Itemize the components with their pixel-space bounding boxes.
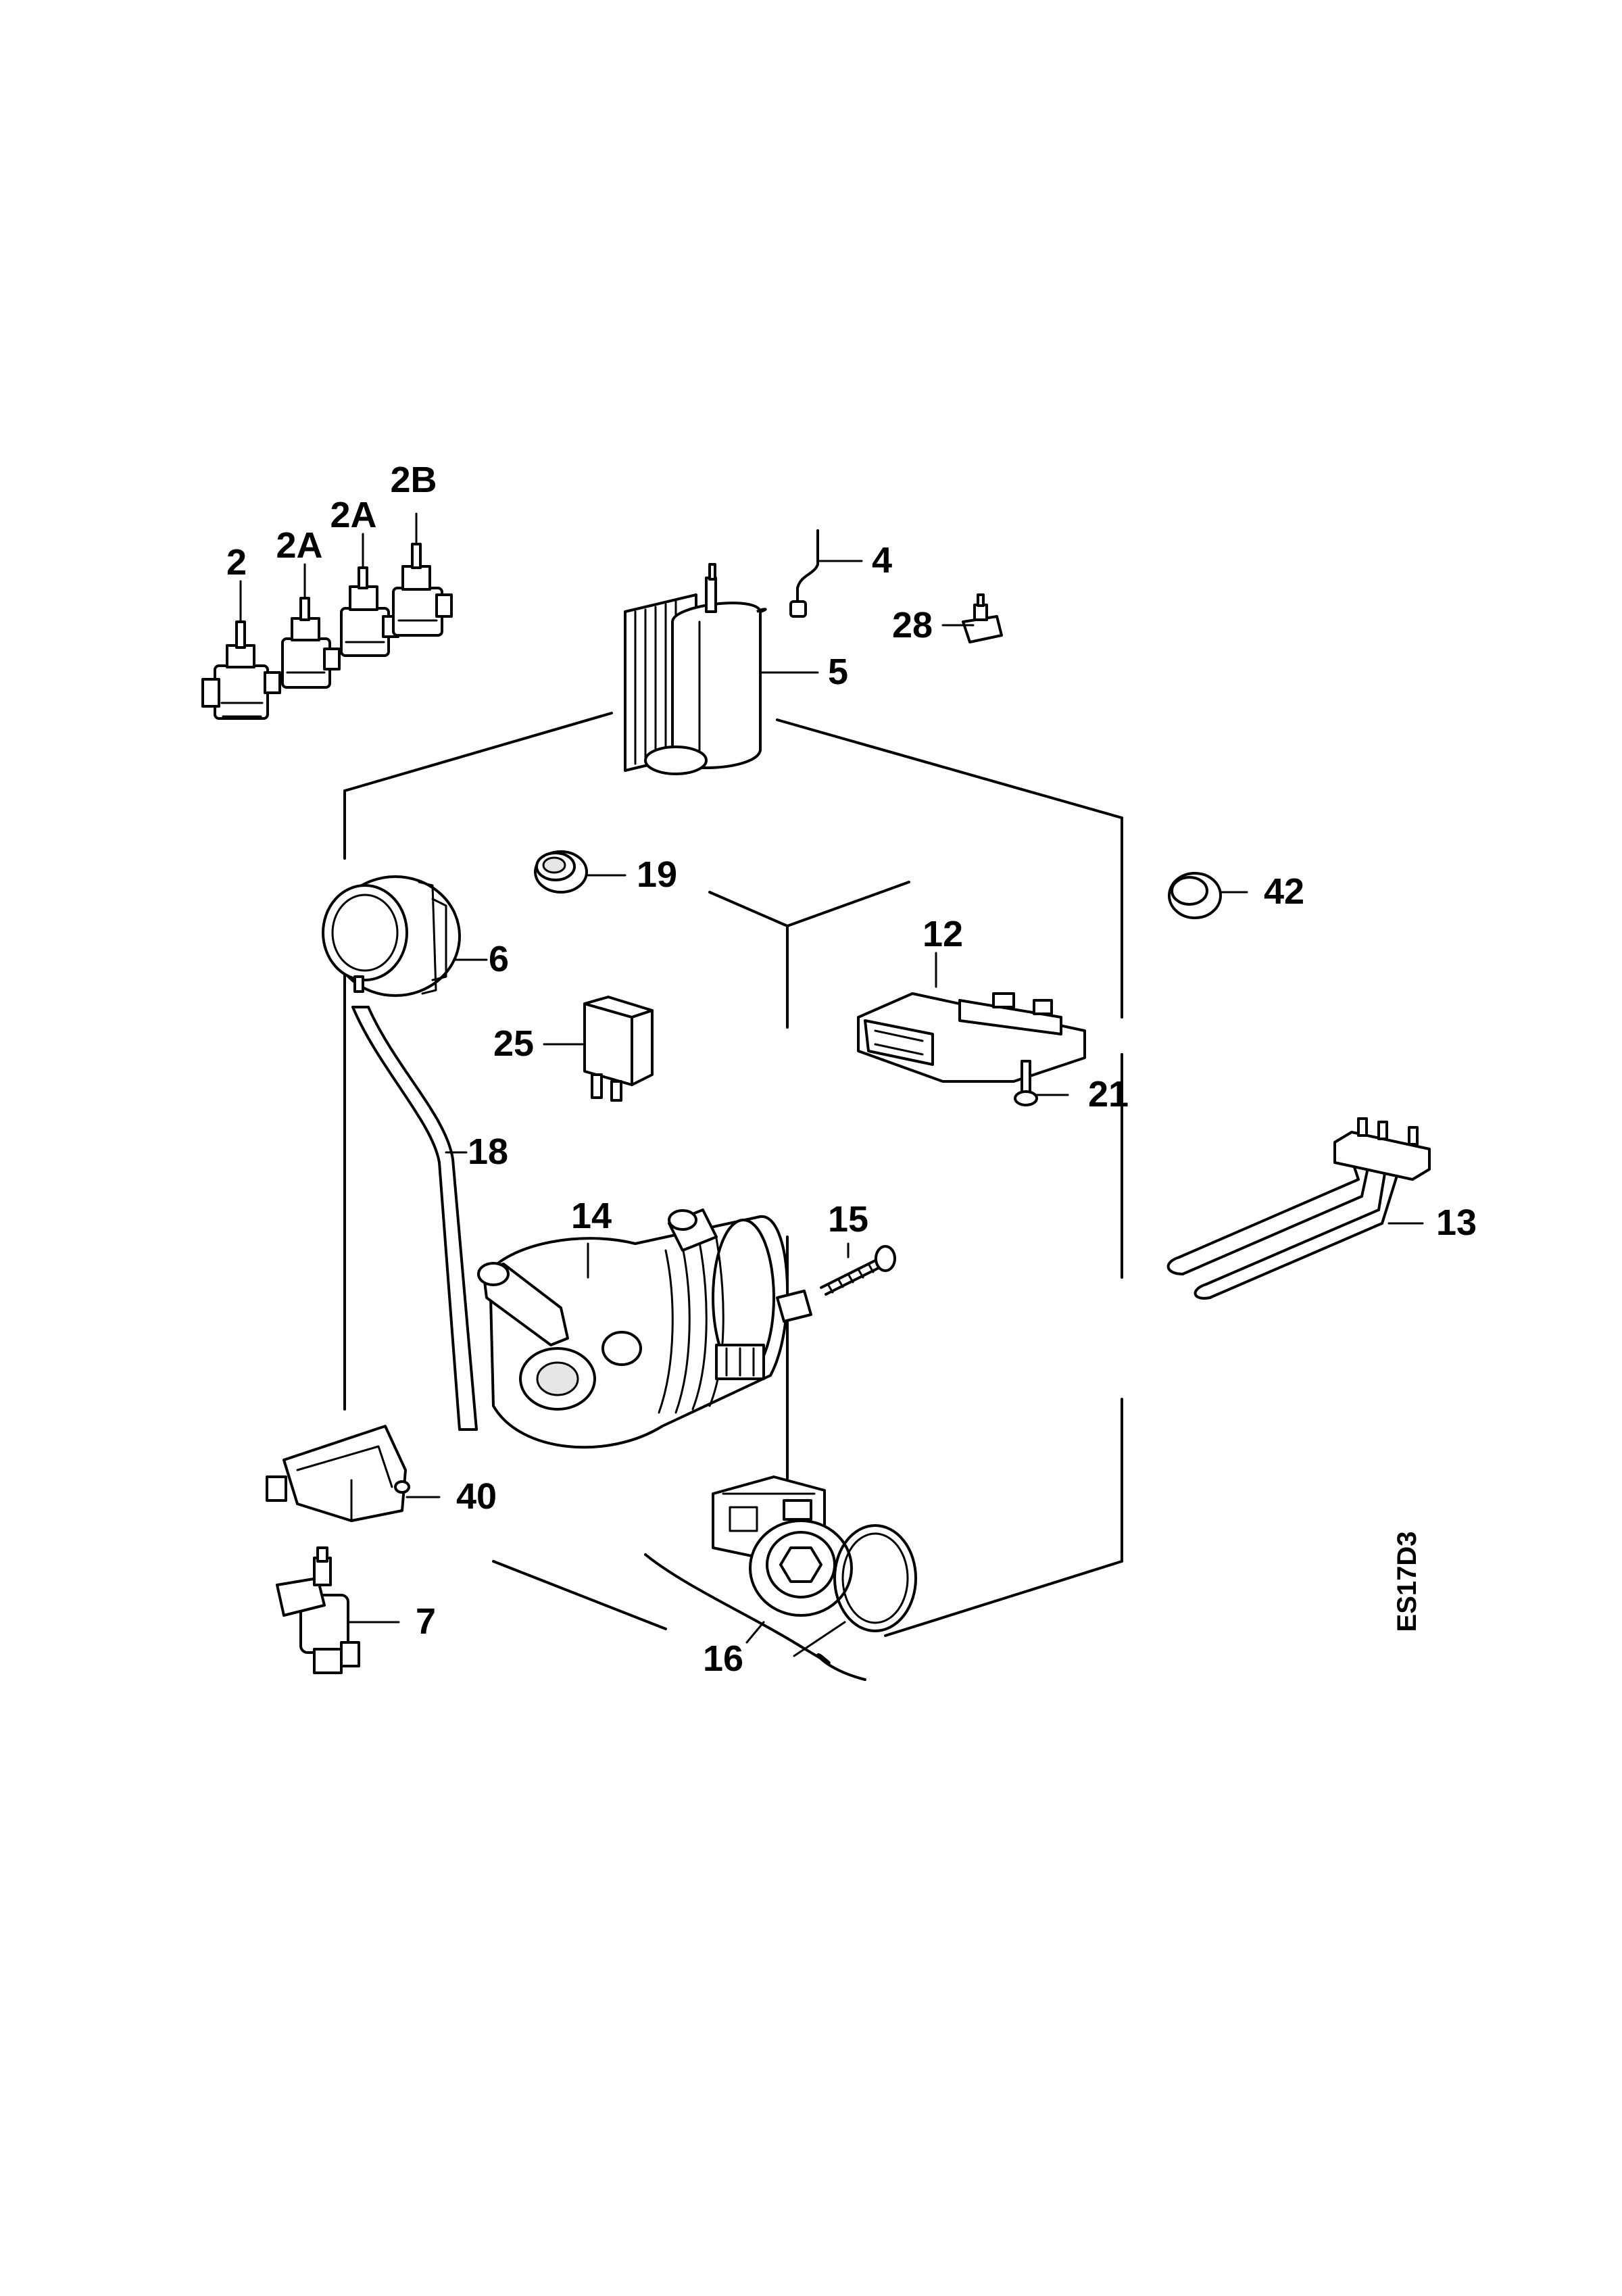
switch-2b xyxy=(392,543,453,637)
callout-40: 40 xyxy=(456,1476,497,1517)
switch-2 xyxy=(201,620,281,720)
part-19-grommet xyxy=(534,850,626,894)
callout-7: 7 xyxy=(416,1601,436,1642)
callout-2a-2: 2A xyxy=(330,495,376,535)
part-13-heater xyxy=(1166,1117,1431,1300)
callout-2b: 2B xyxy=(390,460,437,500)
part-5-control-block xyxy=(624,563,819,775)
callout-2a-1: 2A xyxy=(276,525,322,566)
callout-13: 13 xyxy=(1436,1202,1477,1243)
part-4-sensor xyxy=(789,529,863,618)
callout-19: 19 xyxy=(637,854,677,895)
callout-21: 21 xyxy=(1088,1074,1129,1115)
part-15-screw xyxy=(820,1242,896,1296)
callout-42: 42 xyxy=(1264,871,1304,912)
callout-2: 2 xyxy=(226,542,247,583)
callout-5: 5 xyxy=(828,652,848,692)
part-6-timer xyxy=(322,875,488,997)
callout-25: 25 xyxy=(493,1023,534,1064)
part-12-door-lock xyxy=(857,952,1086,1083)
callout-14: 14 xyxy=(571,1196,612,1236)
part-16-pump xyxy=(644,1475,917,1681)
part-21-screw xyxy=(1014,1060,1069,1106)
callout-6: 6 xyxy=(489,939,509,979)
switch-2a xyxy=(281,597,341,689)
part-40-bracket xyxy=(266,1425,441,1522)
part-25-relay xyxy=(543,996,654,1102)
part-18-hose xyxy=(351,1006,478,1431)
part-7-valve xyxy=(276,1546,400,1674)
callout-28: 28 xyxy=(892,605,933,645)
switch-2a-second xyxy=(340,566,399,657)
callout-16: 16 xyxy=(703,1638,743,1679)
drawing-code: ES17D3 xyxy=(1392,1532,1422,1632)
callout-12: 12 xyxy=(923,914,963,954)
callout-4: 4 xyxy=(872,540,892,581)
callout-18: 18 xyxy=(468,1131,508,1172)
part-28-valve xyxy=(941,593,1003,643)
switch-leader-lines xyxy=(239,512,418,623)
callout-15: 15 xyxy=(828,1199,868,1240)
callout-labels: 2 2A 2A 2B 4 28 5 19 42 6 12 25 21 18 14… xyxy=(226,460,1477,1679)
part-14-motor xyxy=(477,1208,812,1449)
part-42-knob xyxy=(1168,872,1248,919)
